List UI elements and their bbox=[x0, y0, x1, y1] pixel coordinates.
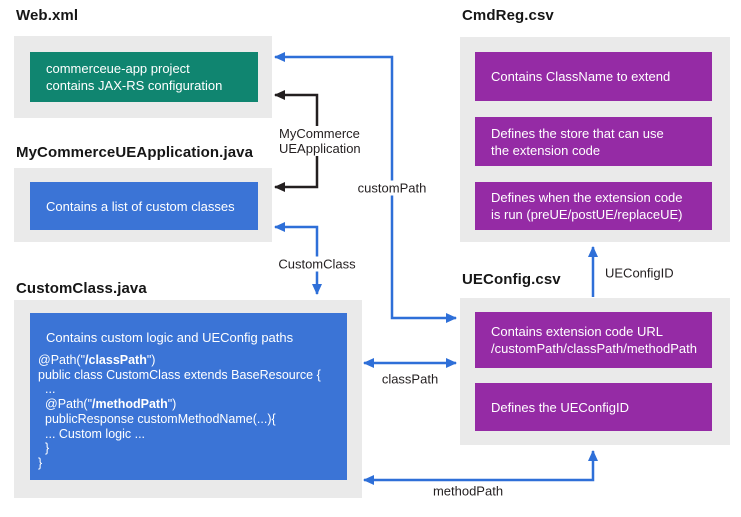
classpath-arrow-label: classPath bbox=[379, 371, 441, 387]
code-line-classpath-annotation: @Path("/classPath") bbox=[38, 353, 341, 368]
ueconfig-node-url-line1: Contains extension code URL bbox=[491, 324, 663, 339]
ueconfig-node-url: Contains extension code URL /customPath/… bbox=[475, 312, 712, 368]
code-text: @Path(" bbox=[38, 353, 86, 367]
cmdreg-node-when-run: Defines when the extension code is run (… bbox=[475, 182, 712, 230]
code-line-ellipsis: ... bbox=[45, 382, 56, 397]
webxml-node-line2: contains JAX-RS configuration bbox=[46, 78, 223, 93]
mycommerceueapplication-node-line1: Contains a list of custom classes bbox=[46, 198, 235, 214]
code-text-bold: /methodPath bbox=[92, 397, 168, 412]
customclass-title: CustomClass.java bbox=[16, 280, 147, 297]
webxml-node-line1: commerceue-app project bbox=[46, 61, 190, 76]
code-line-methodpath-annotation: @Path("/methodPath") bbox=[45, 397, 341, 412]
ueconfig-node-ueconfigid: Defines the UEConfigID bbox=[475, 383, 712, 431]
cmdreg-node-when-run-line2: is run (preUE/postUE/replaceUE) bbox=[491, 207, 683, 222]
mycommerceueapplication-arrow-label-line1: MyCommerce bbox=[279, 126, 360, 141]
cmdreg-node-classname: Contains ClassName to extend bbox=[475, 52, 712, 101]
code-text: ") bbox=[146, 353, 156, 367]
customclass-code-intro: Contains custom logic and UEConfig paths bbox=[46, 330, 294, 345]
cmdreg-title: CmdReg.csv bbox=[462, 7, 554, 24]
ueconfig-node-url-line2: /customPath/classPath/methodPath bbox=[491, 341, 697, 356]
mycommerceueapplication-node-box: Contains a list of custom classes bbox=[30, 182, 258, 230]
cmdreg-node-store-line1: Defines the store that can use bbox=[491, 125, 664, 141]
code-line-close-brace-outer: } bbox=[38, 455, 43, 470]
custompath-arrow-label: customPath bbox=[355, 180, 429, 196]
code-line-custom-logic: ... Custom logic ... bbox=[45, 426, 146, 441]
methodpath-arrow-label: methodPath bbox=[430, 483, 506, 499]
mycommerceueapplication-arrow-label-line2: UEApplication bbox=[279, 141, 361, 156]
mycommerceueapplication-panel: Contains a list of custom classes bbox=[14, 168, 272, 242]
ueconfig-node-ueconfigid-line1: Defines the UEConfigID bbox=[491, 399, 630, 415]
cmdreg-panel: Contains ClassName to extend Defines the… bbox=[460, 37, 730, 242]
code-text: @Path(" bbox=[45, 397, 93, 412]
ueconfig-title: UEConfig.csv bbox=[462, 271, 561, 288]
customclass-code-box: Contains custom logic and UEConfig paths… bbox=[30, 313, 347, 480]
cmdreg-node-classname-line1: Contains ClassName to extend bbox=[491, 69, 671, 84]
code-line-method-declaration: publicResponse customMethodName(...){ bbox=[45, 411, 276, 426]
ueconfig-panel: Contains extension code URL /customPath/… bbox=[460, 298, 730, 445]
mycommerceueapplication-arrow-label: MyCommerce UEApplication bbox=[277, 126, 363, 156]
mycommerceueapplication-title: MyCommerceUEApplication.java bbox=[16, 144, 254, 161]
webxml-panel: commerceue-app project contains JAX-RS c… bbox=[14, 36, 272, 118]
code-line-class-declaration: public class CustomClass extends BaseRes… bbox=[38, 367, 321, 382]
code-text: ") bbox=[167, 397, 177, 412]
code-line-close-brace-inner: } bbox=[45, 441, 50, 456]
webxml-node-box: commerceue-app project contains JAX-RS c… bbox=[30, 52, 258, 102]
cmdreg-node-store: Defines the store that can use the exten… bbox=[475, 117, 712, 166]
cmdreg-node-when-run-line1: Defines when the extension code bbox=[491, 190, 683, 205]
webxml-title: Web.xml bbox=[16, 7, 79, 24]
customclass-arrow-label: CustomClass bbox=[276, 256, 358, 272]
code-text-bold: /classPath bbox=[85, 353, 147, 367]
customclass-panel: Contains custom logic and UEConfig paths… bbox=[14, 300, 362, 498]
methodpath-arrow bbox=[363, 450, 598, 485]
ueconfigid-arrow-label: UEConfigID bbox=[603, 265, 676, 281]
cmdreg-node-store-line2: the extension code bbox=[491, 142, 601, 158]
